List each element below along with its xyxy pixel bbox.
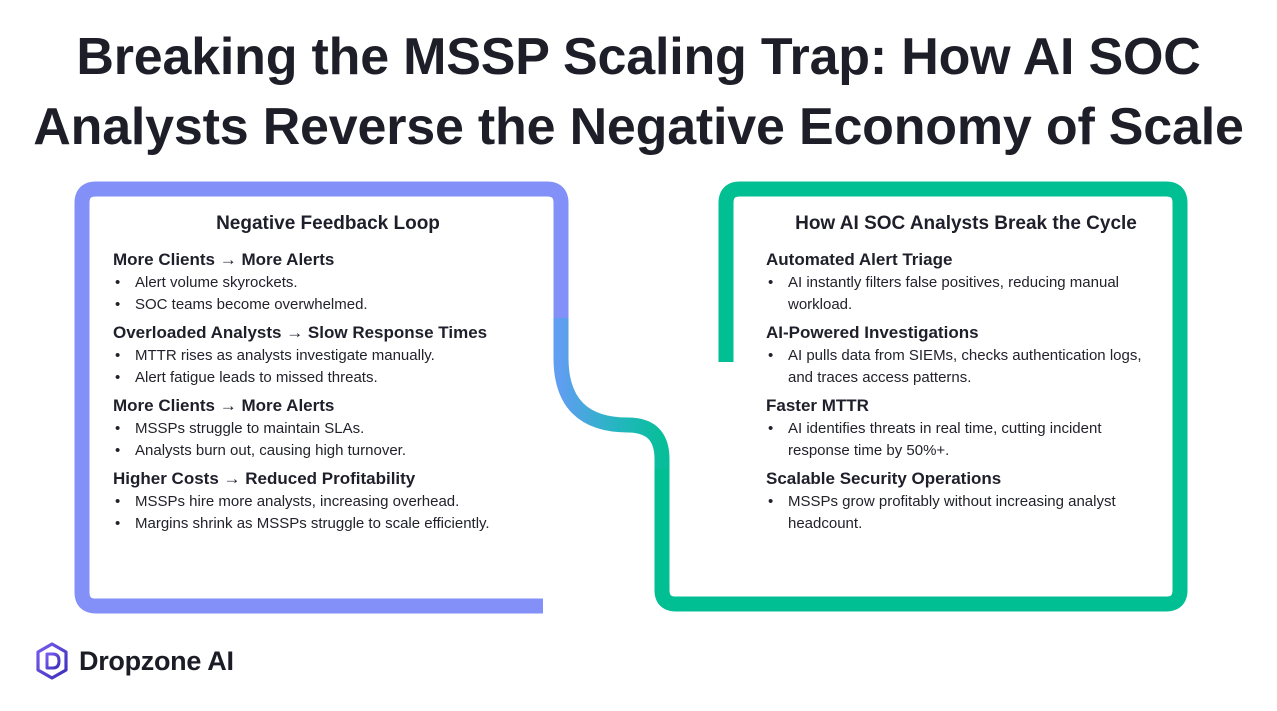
- bullet-list: •Alert volume skyrockets. •SOC teams bec…: [113, 272, 543, 315]
- bullet-list: •AI identifies threats in real time, cut…: [766, 418, 1166, 461]
- bullet-list: •MSSPs hire more analysts, increasing ov…: [113, 491, 543, 534]
- section-title: Faster MTTR: [766, 396, 869, 415]
- left-frame-border: [74, 181, 569, 614]
- section-title: More Clients → More Alerts: [113, 396, 335, 415]
- section-item: Scalable Security Operations •MSSPs grow…: [766, 467, 1166, 534]
- bullet-list: •MSSPs struggle to maintain SLAs. •Analy…: [113, 418, 543, 461]
- section-item: More Clients → More Alerts •MSSPs strugg…: [113, 394, 543, 461]
- section-item: More Clients → More Alerts •Alert volume…: [113, 248, 543, 315]
- bullet-list: •MSSPs grow profitably without increasin…: [766, 491, 1166, 534]
- bullet-item: • AI pulls data from SIEMs, checks authe…: [768, 347, 1142, 386]
- bullet-item: •MSSPs struggle to maintain SLAs.: [115, 420, 365, 437]
- right-frame-border: [654, 181, 1188, 612]
- section-item: Faster MTTR •AI identifies threats in re…: [766, 394, 1166, 461]
- bullet-item: •AI instantly filters false positives, r…: [768, 274, 1119, 313]
- bullet-item: •MSSPs grow profitably without increasin…: [768, 493, 1116, 532]
- section-item: AI-Powered Investigations • AI pulls dat…: [766, 321, 1166, 388]
- section-title: Overloaded Analysts → Slow Response Time…: [113, 323, 488, 342]
- dropzone-logo-icon: [36, 642, 68, 680]
- logo-text: Dropzone AI: [79, 645, 234, 676]
- section-title: Automated Alert Triage: [766, 250, 953, 269]
- bullet-item: •SOC teams become overwhelmed.: [115, 295, 368, 313]
- section-title: Scalable Security Operations: [766, 469, 1002, 488]
- section-item: Overloaded Analysts → Slow Response Time…: [113, 321, 543, 388]
- panel-heading: Negative Feedback Loop: [216, 213, 440, 234]
- dropzone-logo: Dropzone AI: [35, 642, 234, 680]
- section-title: AI-Powered Investigations: [766, 323, 979, 342]
- bullet-list: •AI instantly filters false positives, r…: [766, 272, 1166, 315]
- negative-feedback-panel: Negative Feedback Loop More Clients → Mo…: [113, 204, 543, 540]
- ai-soc-panel: How AI SOC Analysts Break the Cycle Auto…: [766, 204, 1166, 540]
- bullet-item: •Alert fatigue leads to missed threats.: [115, 368, 378, 386]
- bullet-item: •MSSPs hire more analysts, increasing ov…: [115, 493, 460, 510]
- frame-connector: [553, 318, 670, 469]
- bullet-item: •Analysts burn out, causing high turnove…: [115, 441, 406, 459]
- title-line-1: Breaking the MSSP Scaling Trap: How AI S…: [76, 28, 1201, 86]
- bullet-item: •AI identifies threats in real time, cut…: [768, 420, 1102, 459]
- bullet-item: •Margins shrink as MSSPs struggle to sca…: [115, 514, 490, 532]
- section-title: More Clients → More Alerts: [113, 250, 335, 269]
- panel-heading: How AI SOC Analysts Break the Cycle: [795, 213, 1137, 234]
- section-title: Higher Costs → Reduced Profitability: [113, 469, 416, 488]
- section-item: Automated Alert Triage •AI instantly fil…: [766, 248, 1166, 315]
- bullet-item: •Alert volume skyrockets.: [115, 274, 298, 291]
- bullet-item: •MTTR rises as analysts investigate manu…: [115, 347, 435, 364]
- bullet-list: •MTTR rises as analysts investigate manu…: [113, 345, 543, 388]
- section-item: Higher Costs → Reduced Profitability •MS…: [113, 467, 543, 534]
- bullet-list: • AI pulls data from SIEMs, checks authe…: [766, 345, 1166, 388]
- page-title: Breaking the MSSP Scaling Trap: How AI S…: [0, 22, 1277, 162]
- title-line-2: Analysts Reverse the Negative Economy of…: [33, 98, 1244, 156]
